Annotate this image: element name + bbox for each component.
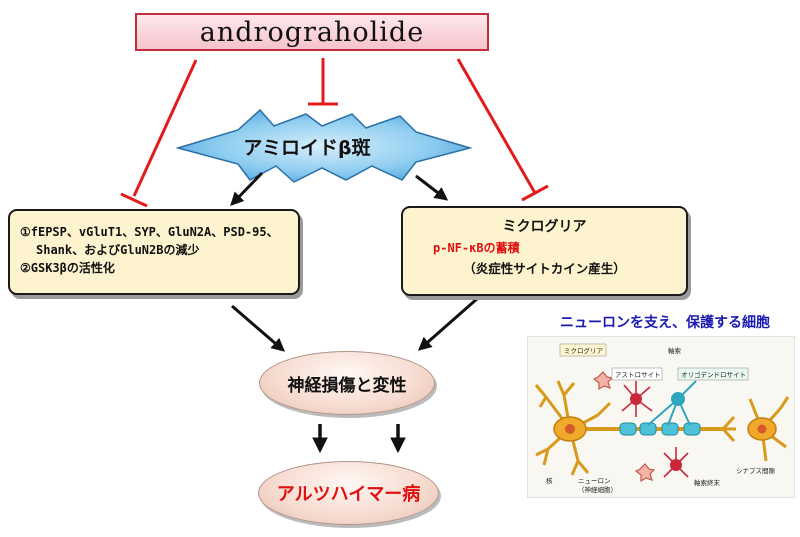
fig-label-synaptic-cleft: シナプス間隙 [736,466,776,475]
inhibit-center [308,58,338,106]
fig-label-neuron-sub: （神経細胞） [578,485,617,494]
oligodendrocyte-soma [671,392,685,406]
arrow-left-box-to-outcome [231,304,286,352]
amyloid-star-shape [175,108,473,183]
astrocyte-soma-2 [670,459,682,471]
inhibit-left [120,59,198,208]
synapse-line-2: Shank、およびGluN2Bの減少 [36,243,200,257]
microglia-title: ミクログリア [502,219,587,235]
fig-label-axon: 軸索 [668,346,682,355]
microglia-nfkb-line: p-NF-κBの蓄積 [433,241,520,255]
microglia-box: ミクログリア p-NF-κBの蓄積 （炎症性サイトカイン産生） [401,206,688,296]
fig-label-axon-terminal: 軸索終末 [694,478,721,487]
title-text: andrograholide [199,16,425,48]
microglia-cytokine-line: （炎症性サイトカイン産生） [463,261,626,276]
title-box: andrograholide [135,13,489,51]
oligodendrocyte-cell [647,380,697,426]
arrow-star-to-left-box [230,171,264,206]
neural-damage-node: 神経損傷と変性 [259,351,435,415]
astrocyte-cell [621,381,689,478]
glial-cell-figure: ミクログリア 軸索 アストロサイト オリゴデンドロサイト 核 ニューロン （神経… [527,336,795,498]
arrow-right-box-to-outcome [417,296,479,351]
second-neuron [721,396,790,462]
second-neuron-nucleus [757,424,767,434]
glial-cell-illustration: ミクログリア 軸索 アストロサイト オリゴデンドロサイト 核 ニューロン （神経… [534,343,790,494]
microglia-cells [592,371,656,483]
synapse-line-1: ①fEPSP、vGluT1、SYP、GluN2A、PSD-95、 [20,225,279,239]
fig-label-nucleus: 核 [546,476,553,485]
myelin-sheaths [619,422,701,436]
fig-label-microglia: ミクログリア [564,346,604,355]
inhibit-right [456,58,549,202]
neural-damage-label: 神経損傷と変性 [287,375,407,396]
neuron-nucleus [565,424,575,434]
fig-label-neuron: ニューロン [578,477,611,485]
fig-label-oligodendrocyte: オリゴデンドロサイト [681,370,746,379]
fig-label-astrocyte: アストロサイト [615,371,661,379]
arrow-star-to-right-box [415,174,449,201]
alzheimers-node: アルツハイマー病 [258,461,439,525]
astrocyte-soma [630,393,642,405]
synapse-effects-box: ①fEPSP、vGluT1、SYP、GluN2A、PSD-95、 Shank、お… [8,209,300,295]
synapse-line-3: ②GSK3βの活性化 [20,261,115,275]
alzheimers-label: アルツハイマー病 [276,484,421,505]
glia-caption: ニューロンを支え、保護する細胞 [560,315,770,331]
amyloid-node-label: アミロイドβ斑 [243,136,371,159]
